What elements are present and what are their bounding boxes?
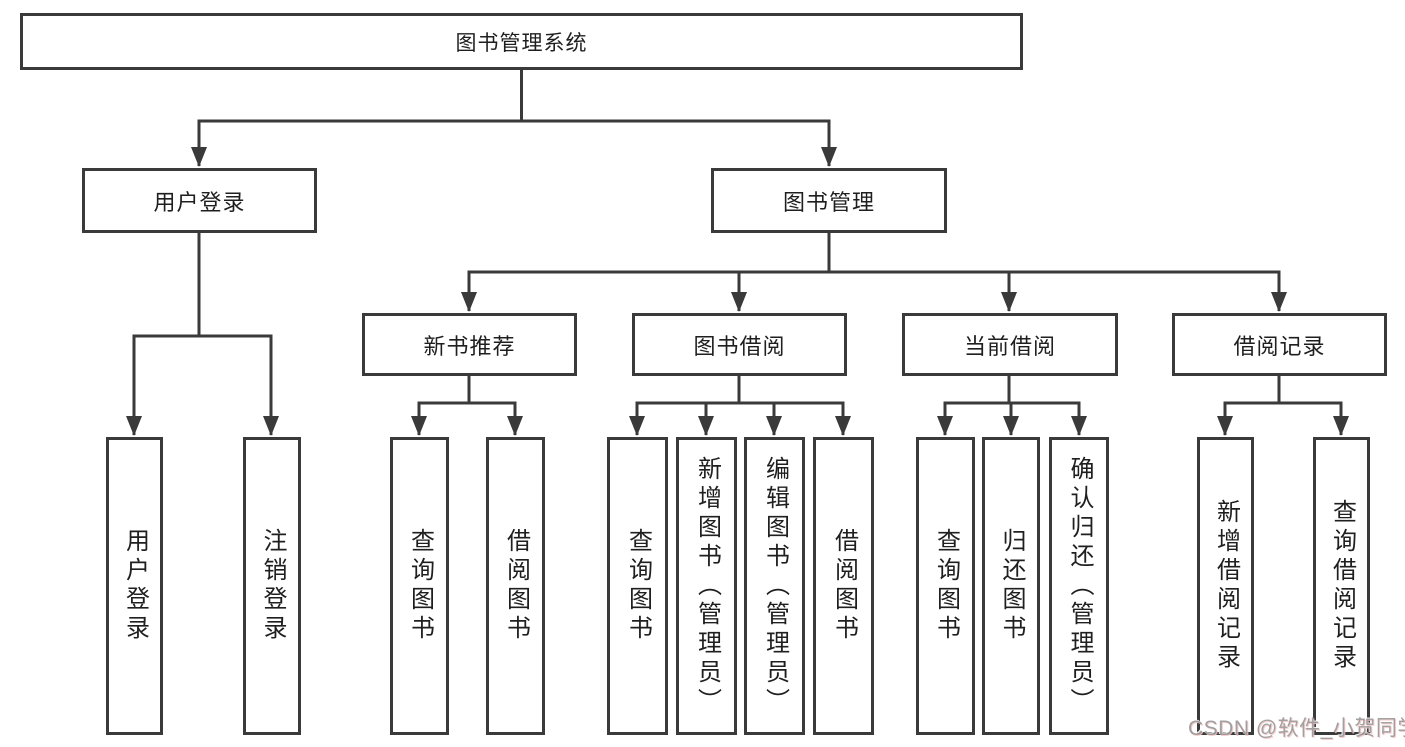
leaf-logout: 注销登录 bbox=[243, 437, 301, 735]
leaf-cb-confirm-return-admin: 确认归还（管理员） bbox=[1049, 437, 1109, 735]
watermark-text: CSDN @软件_小贺同学 bbox=[1188, 717, 1405, 740]
leaf-cb-query-books: 查询图书 bbox=[916, 437, 975, 735]
branch-book-borrowing: 图书借阅 bbox=[632, 313, 847, 376]
leaf-br-query-borrow-record: 查询借阅记录 bbox=[1313, 437, 1370, 735]
branch-book-management: 图书管理 bbox=[711, 168, 947, 233]
branch-new-book-recommend: 新书推荐 bbox=[362, 313, 577, 376]
leaf-bb-borrow-books: 借阅图书 bbox=[813, 437, 874, 735]
branch-user-login: 用户登录 bbox=[82, 168, 317, 233]
leaf-bb-query-books: 查询图书 bbox=[607, 437, 668, 735]
node-library-management-system: 图书管理系统 bbox=[20, 13, 1023, 70]
leaf-user-login: 用户登录 bbox=[106, 437, 163, 735]
leaf-bb-edit-books-admin: 编辑图书（管理员） bbox=[744, 437, 805, 735]
branch-borrow-records: 借阅记录 bbox=[1172, 313, 1387, 376]
leaf-cb-return-books: 归还图书 bbox=[982, 437, 1040, 735]
leaf-nbr-borrow-books: 借阅图书 bbox=[486, 437, 545, 735]
leaf-bb-add-books-admin: 新增图书（管理员） bbox=[676, 437, 737, 735]
branch-current-borrowing: 当前借阅 bbox=[902, 313, 1118, 376]
leaf-br-add-borrow-record: 新增借阅记录 bbox=[1197, 437, 1254, 735]
leaf-nbr-query-books: 查询图书 bbox=[390, 437, 449, 735]
